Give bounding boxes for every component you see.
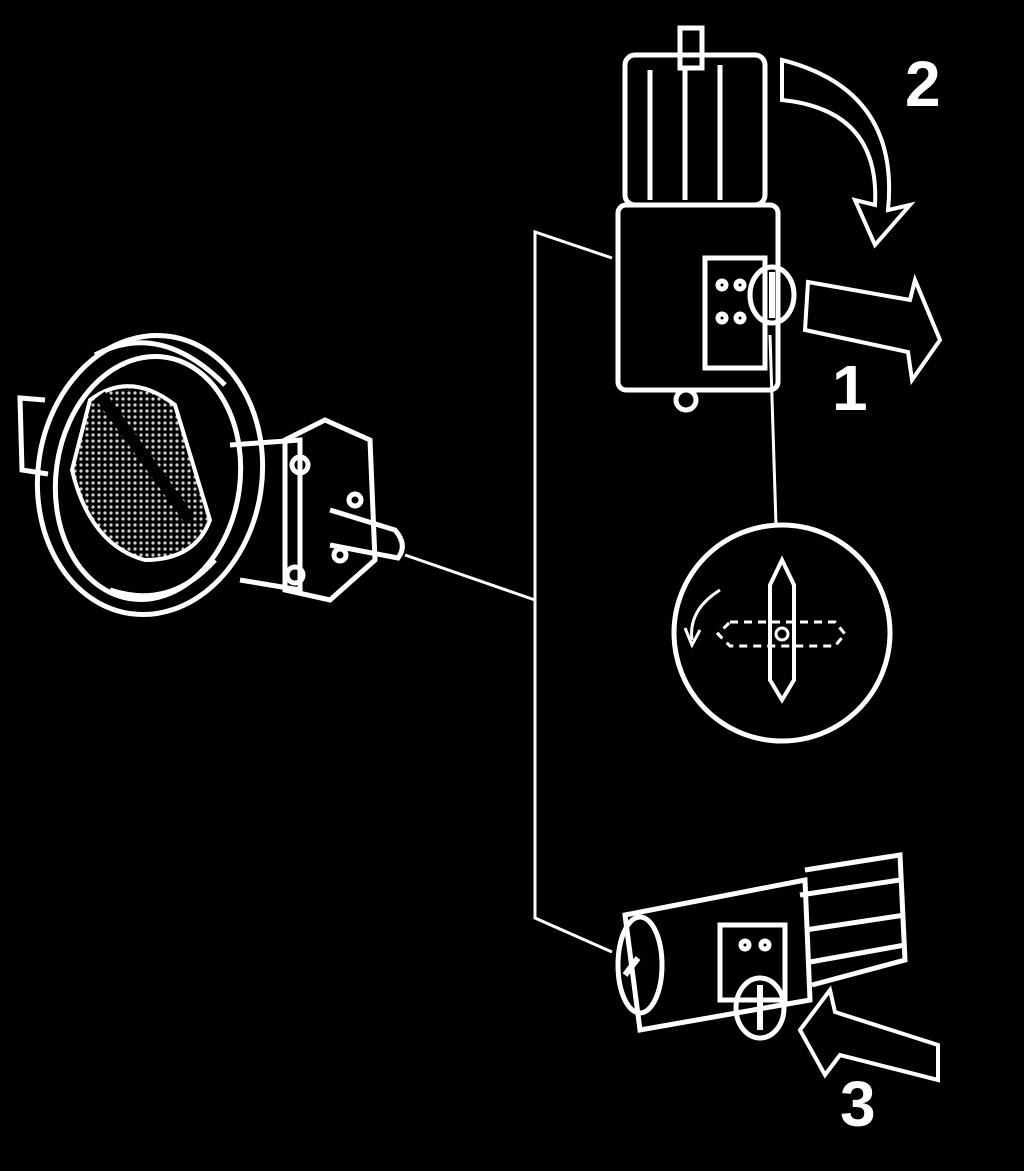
indicator-horizontal-dashed bbox=[715, 620, 847, 648]
indicator-detail bbox=[671, 522, 893, 744]
position-indicator-top bbox=[747, 264, 797, 326]
pull-arrow bbox=[802, 273, 943, 386]
step-label-3: 3 bbox=[840, 1068, 876, 1140]
connector-lines bbox=[404, 229, 778, 954]
indicator-vertical bbox=[768, 555, 796, 704]
push-arrow bbox=[797, 985, 940, 1083]
rotation-arrow bbox=[780, 57, 916, 249]
step-label-2: 2 bbox=[905, 48, 941, 120]
valve-disc bbox=[69, 384, 213, 563]
position-indicator-bottom bbox=[733, 975, 787, 1041]
actuator-top bbox=[615, 25, 797, 413]
butterfly-valve bbox=[17, 332, 405, 618]
step-label-1: 1 bbox=[832, 352, 868, 424]
actuator-bottom bbox=[615, 852, 908, 1041]
valve-flange bbox=[282, 417, 378, 603]
valve-shaft bbox=[329, 507, 405, 561]
